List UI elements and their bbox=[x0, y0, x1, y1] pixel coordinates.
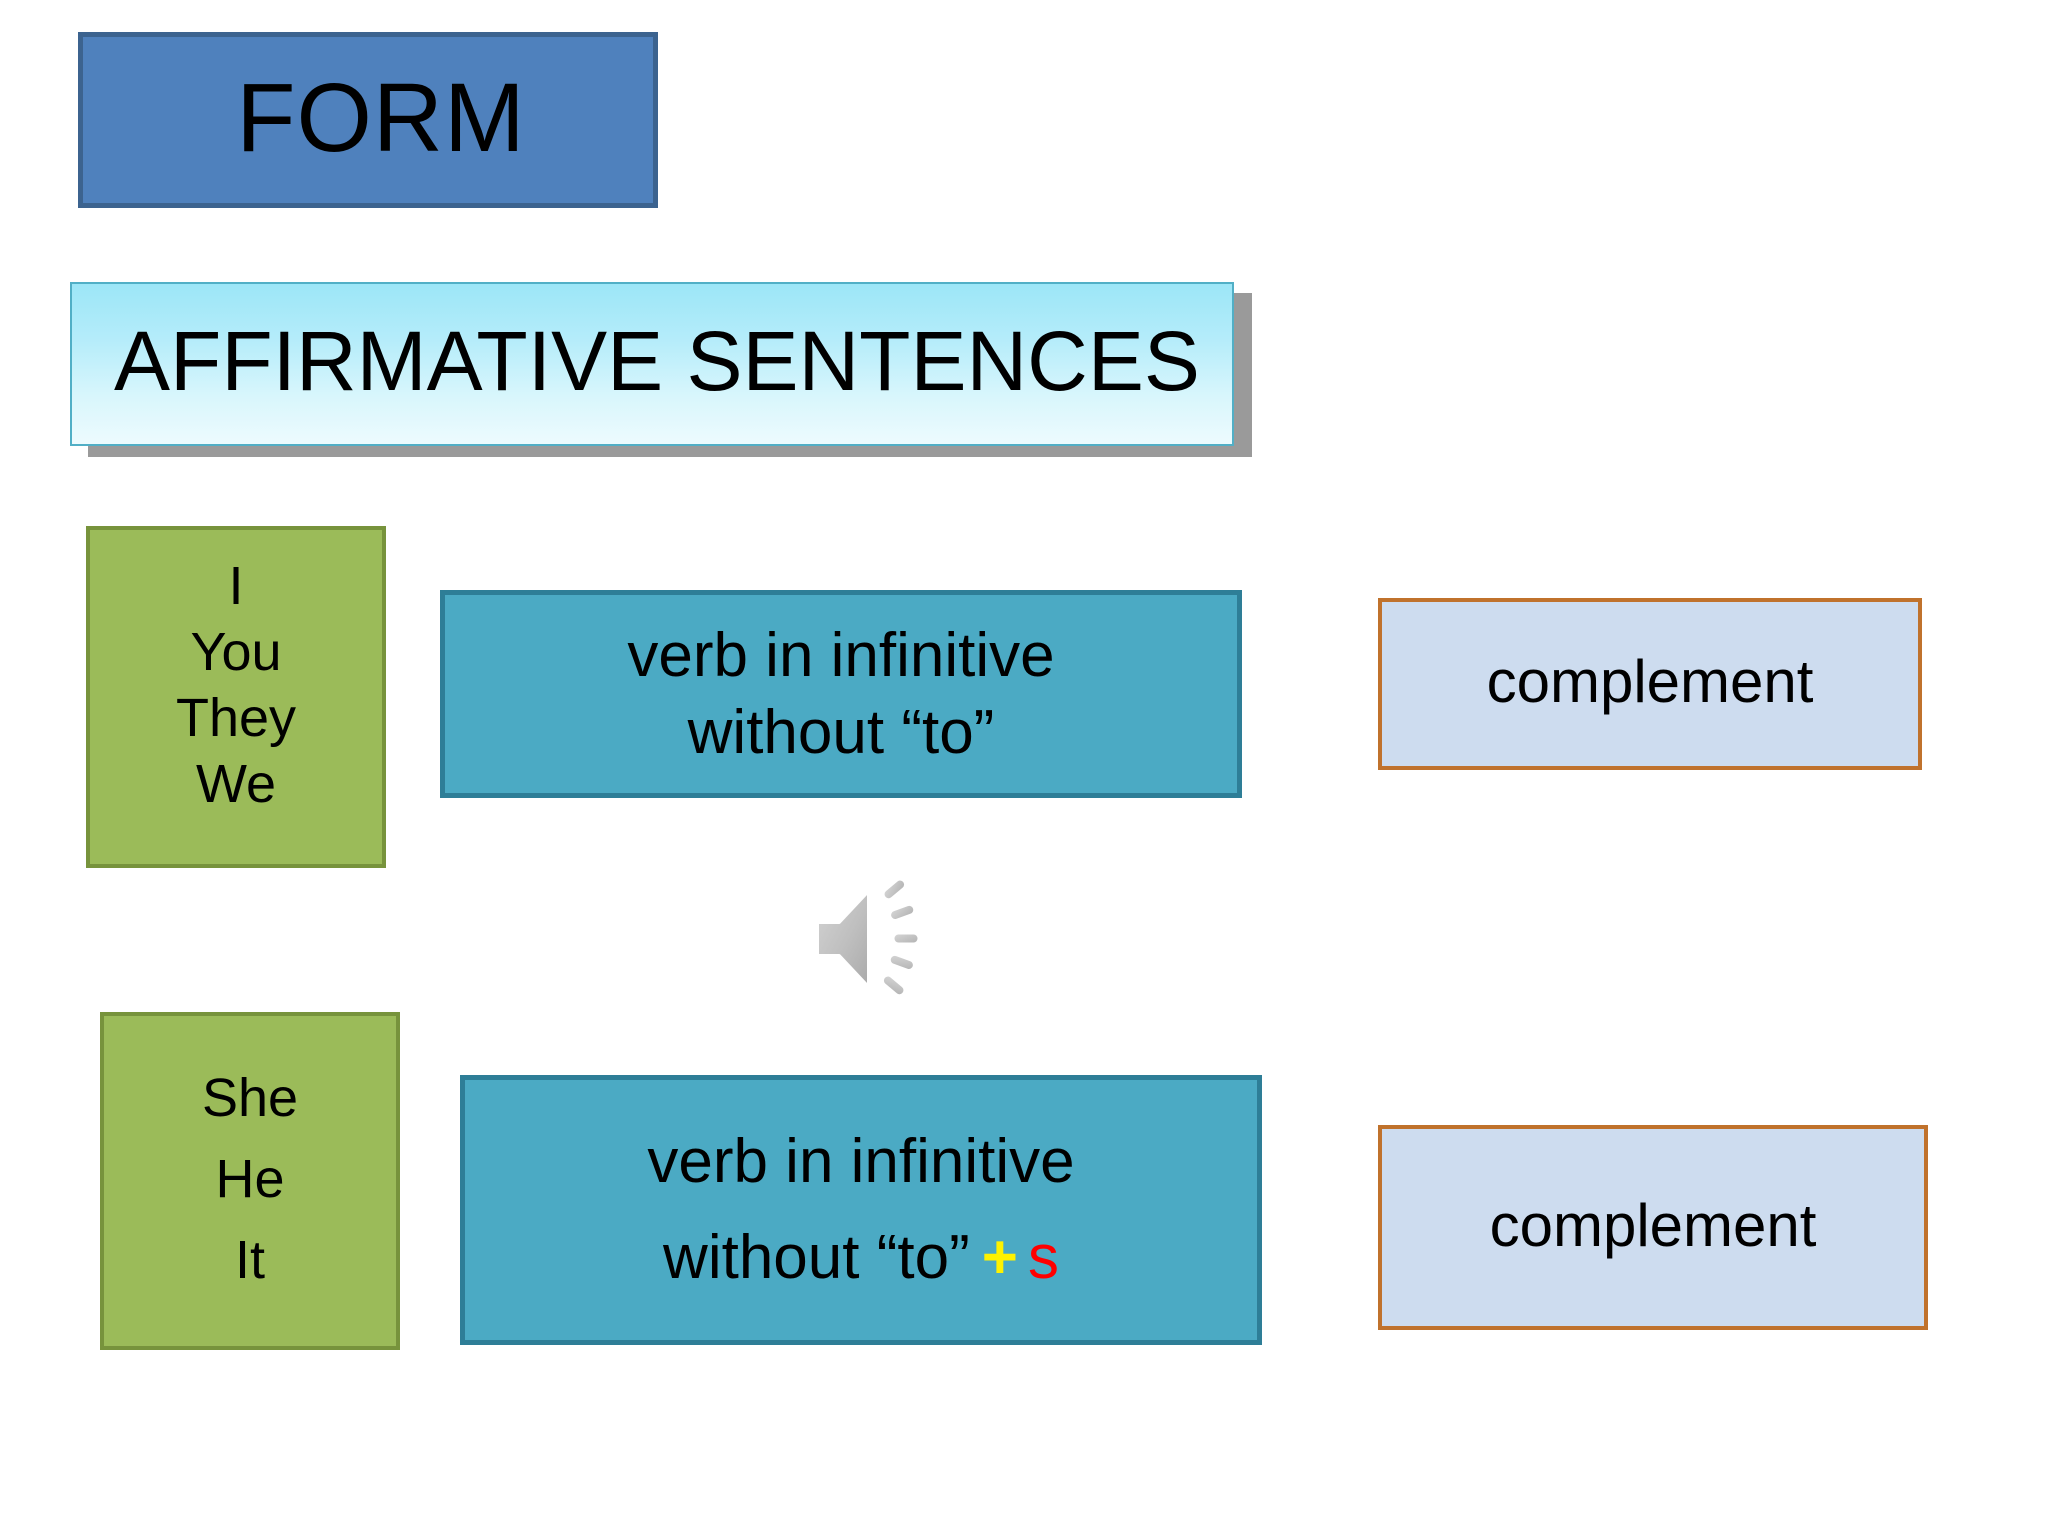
form-title-label: FORM bbox=[236, 62, 526, 172]
affirmative-sentences-banner: AFFIRMATIVE SENTENCES bbox=[70, 282, 1234, 446]
verb-line-1: verb in infinitive bbox=[627, 620, 1055, 690]
pronoun-line: You bbox=[190, 621, 282, 682]
speaker-audio-icon[interactable] bbox=[793, 876, 953, 1006]
verb-line-2: without “to”+s bbox=[663, 1210, 1059, 1306]
verb-box-row1: verb in infinitive without “to” bbox=[440, 590, 1242, 798]
subject-pronoun-box-row2: She He It bbox=[100, 1012, 400, 1350]
pronoun-line: We bbox=[195, 753, 277, 814]
subject-pronoun-box-row1: I You They We bbox=[86, 526, 386, 868]
s-suffix: s bbox=[1027, 1223, 1059, 1292]
verb-box-row2: verb in infinitive without “to”+s bbox=[460, 1075, 1262, 1345]
complement-box-row1: complement bbox=[1378, 598, 1922, 770]
pronoun-line: It bbox=[234, 1230, 265, 1290]
pronoun-line: He bbox=[215, 1149, 285, 1209]
plus-sign: + bbox=[981, 1223, 1018, 1292]
pronoun-line: She bbox=[201, 1068, 299, 1128]
verb-line-2-text: without “to” bbox=[663, 1223, 970, 1292]
verb-line-2: without “to” bbox=[687, 698, 995, 767]
affirmative-sentences-banner-wrap: AFFIRMATIVE SENTENCES bbox=[70, 282, 1252, 457]
pronoun-line: They bbox=[175, 687, 297, 748]
complement-label: complement bbox=[1486, 648, 1814, 715]
form-title-box: FORM bbox=[78, 32, 658, 208]
verb-line-1: verb in infinitive bbox=[647, 1126, 1075, 1196]
complement-box-row2: complement bbox=[1378, 1125, 1928, 1330]
complement-label: complement bbox=[1489, 1191, 1817, 1259]
pronoun-line: I bbox=[228, 556, 244, 616]
affirmative-sentences-label: AFFIRMATIVE SENTENCES bbox=[114, 314, 1200, 408]
